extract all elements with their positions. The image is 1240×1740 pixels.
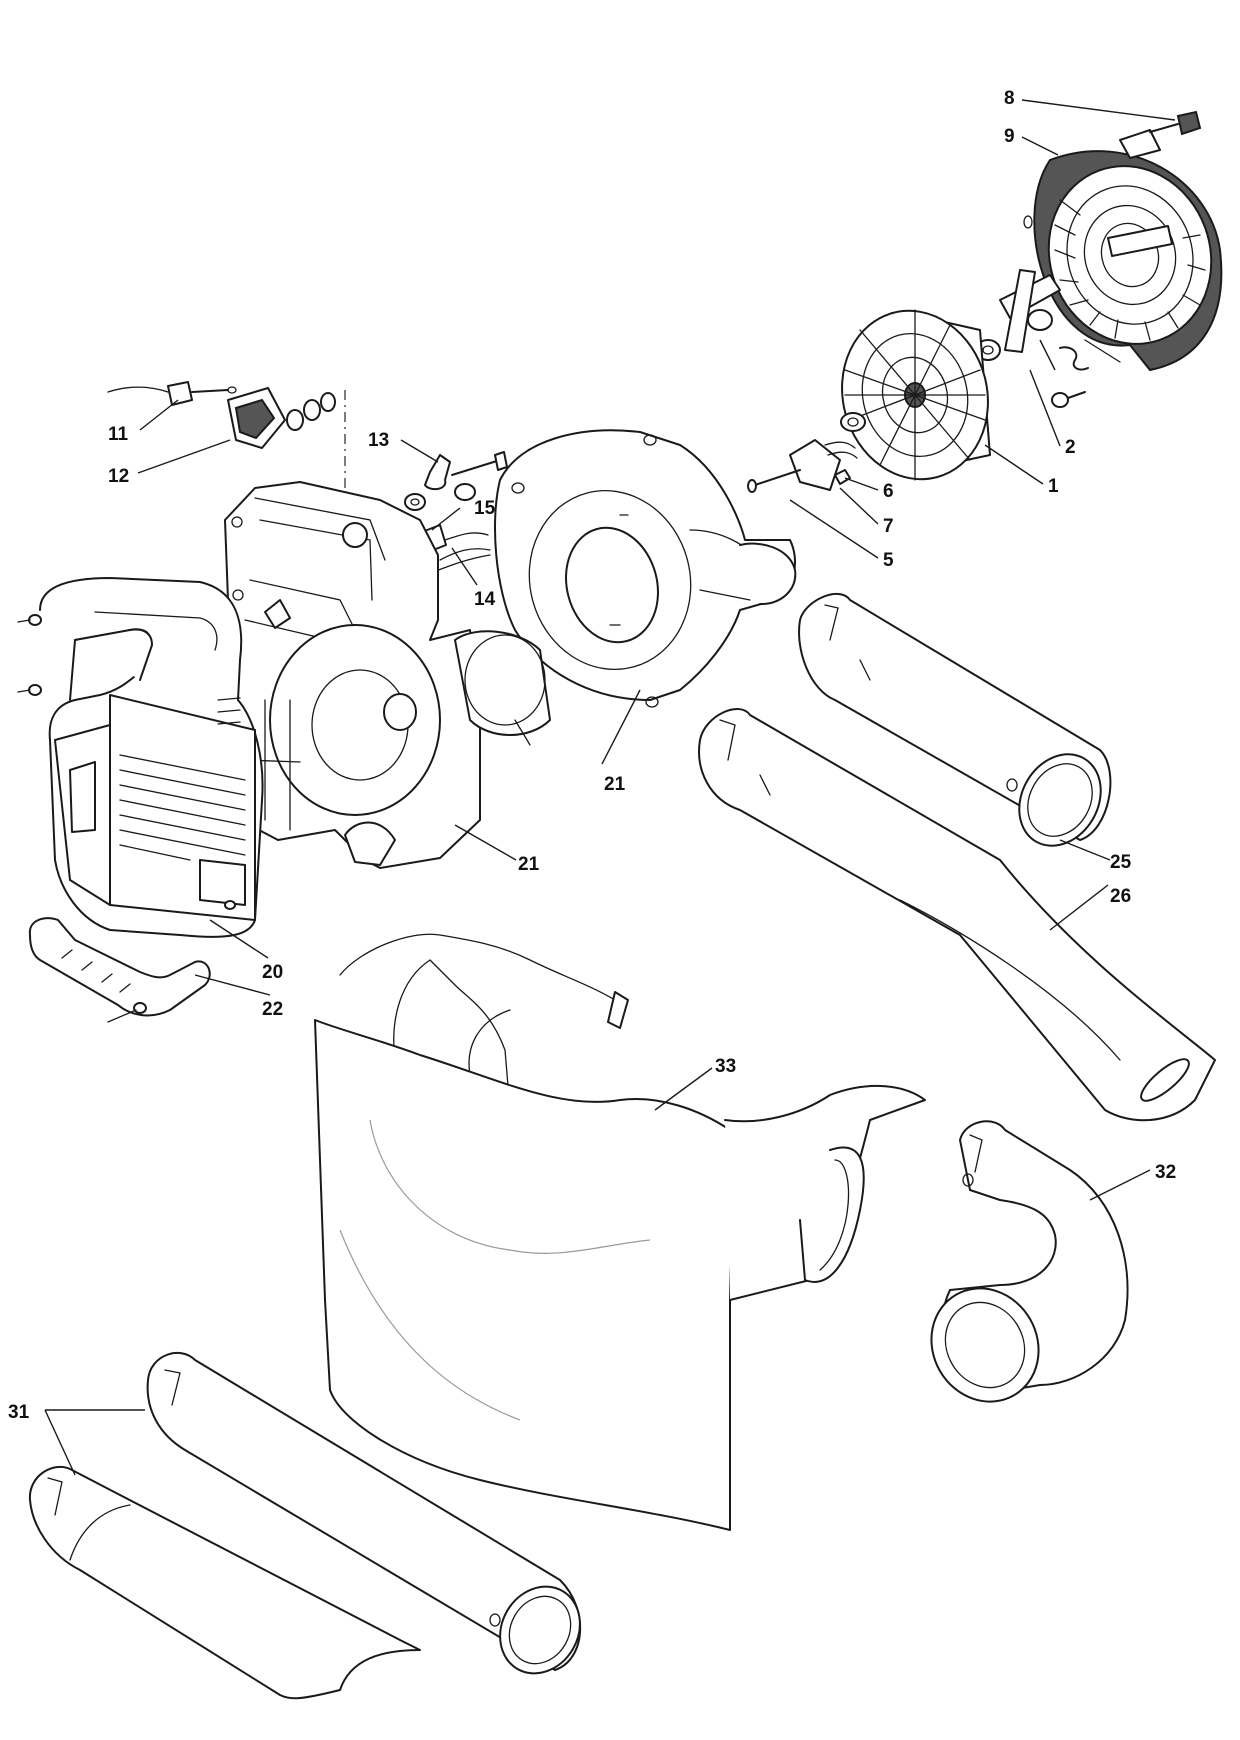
impeller-fan [840, 309, 991, 481]
callout-32: 32 [1155, 1162, 1176, 1183]
starter-pulley [975, 269, 1121, 408]
vacuum-nozzle [698, 708, 1216, 1122]
callout-21-housing: 21 [604, 774, 626, 795]
callout-13: 13 [368, 430, 389, 451]
callout-14: 14 [474, 589, 496, 610]
knob-bolt [1149, 110, 1202, 136]
throttle-cable [107, 381, 237, 406]
intake-collar [454, 630, 551, 746]
callout-15: 15 [474, 498, 496, 519]
switch-assembly [747, 439, 858, 493]
collection-bag [314, 933, 926, 1531]
callout-12: 12 [108, 466, 129, 487]
callout-11: 11 [108, 424, 129, 445]
callout-2: 2 [1065, 437, 1076, 458]
leader-lines [44, 99, 1176, 1476]
recoil-starter-cover [1023, 129, 1223, 372]
bracket-screw [404, 451, 508, 511]
callout-22: 22 [262, 999, 283, 1020]
callout-26: 26 [1110, 886, 1131, 907]
callout-6: 6 [883, 481, 894, 502]
callout-31: 31 [8, 1402, 30, 1423]
callout-25: 25 [1110, 852, 1132, 873]
engine-housing [17, 577, 264, 938]
front-handle [28, 917, 211, 1023]
callout-9: 9 [1004, 126, 1015, 147]
main-frame [224, 481, 481, 869]
blower-housing [494, 429, 797, 708]
cover-plate [227, 387, 336, 449]
callout-21-frame: 21 [518, 854, 540, 875]
callout-1: 1 [1048, 476, 1059, 497]
elbow-tube [930, 1120, 1129, 1403]
tube-pair [28, 1351, 581, 1700]
callout-8: 8 [1004, 88, 1015, 109]
callout-7: 7 [883, 516, 894, 537]
blower-tube [798, 593, 1112, 847]
callout-20: 20 [262, 962, 283, 983]
callout-labels: 8 9 2 1 6 7 5 13 15 14 11 12 21 21 25 26… [8, 88, 1176, 1423]
callout-33: 33 [715, 1056, 736, 1077]
callout-5: 5 [883, 550, 894, 571]
